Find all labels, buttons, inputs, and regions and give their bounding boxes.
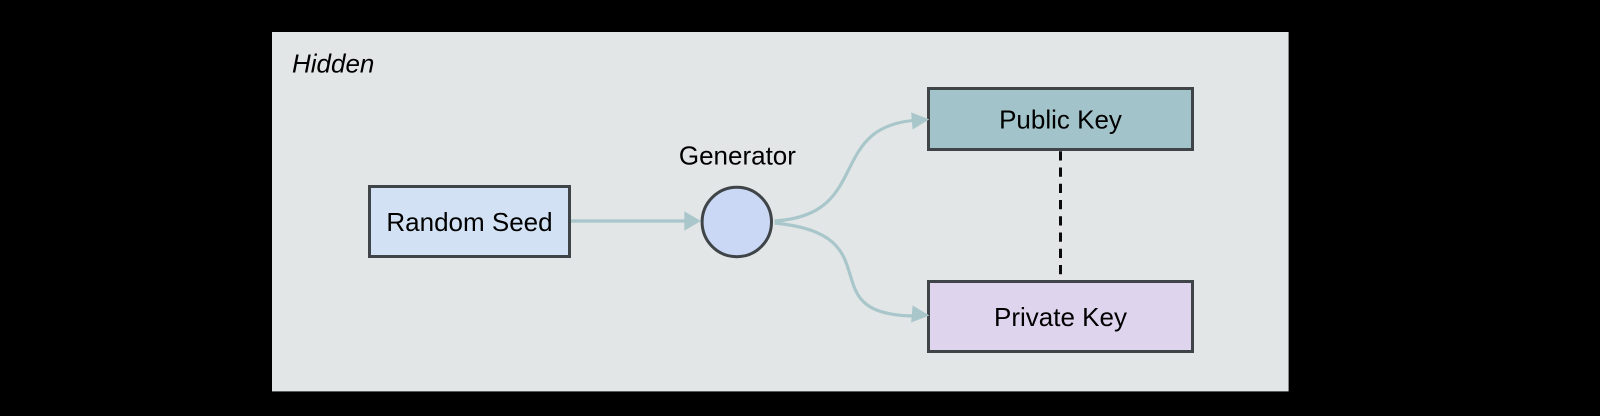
svg-text:Private Key: Private Key <box>994 302 1127 332</box>
svg-text:Generator: Generator <box>679 141 796 171</box>
svg-text:Hidden: Hidden <box>292 49 374 79</box>
svg-text:Public Key: Public Key <box>999 105 1122 135</box>
svg-text:Random Seed: Random Seed <box>386 207 552 237</box>
